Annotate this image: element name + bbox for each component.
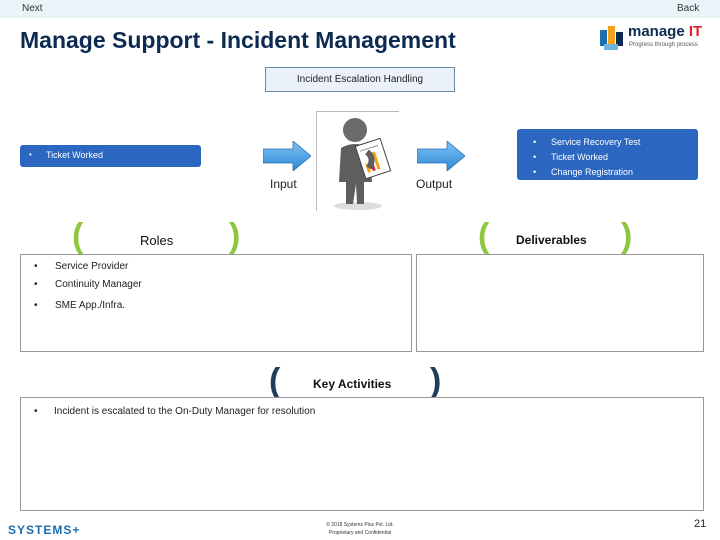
next-link[interactable]: Next xyxy=(22,3,43,14)
input-label: Input xyxy=(270,177,297,191)
key-activities-panel: •Incident is escalated to the On-Duty Ma… xyxy=(20,397,704,511)
input-item: Ticket Worked xyxy=(46,150,104,160)
logo-wordmark: manage IT xyxy=(628,23,703,40)
copyright-line-1: © 2018 Systems Plus Pvt. Ltd. xyxy=(326,522,394,528)
roles-panel: •Service Provider •Continuity Manager •S… xyxy=(20,254,412,352)
deliverables-left-bracket-icon: ( xyxy=(478,217,490,255)
manage-it-logo: manage IT Progress through process xyxy=(598,23,708,54)
input-arrow-icon xyxy=(263,141,311,171)
copyright-notice: © 2018 Systems Plus Pvt. Ltd. Proprietar… xyxy=(290,521,430,537)
top-nav-bar: Next Back xyxy=(0,0,720,18)
back-link[interactable]: Back xyxy=(677,3,700,14)
systems-plus-logo: SYSTEMS+ xyxy=(8,523,81,537)
page-number: 21 xyxy=(694,518,707,530)
deliverables-right-bracket-icon: ) xyxy=(621,217,633,255)
logo-cubes-icon xyxy=(600,26,623,50)
deliverables-panel xyxy=(416,254,704,352)
deliverables-heading: Deliverables xyxy=(516,233,587,247)
roles-heading: Roles xyxy=(140,233,174,248)
activities-right-bracket-icon: ) xyxy=(430,362,442,400)
roles-right-bracket-icon: ) xyxy=(229,217,241,255)
copyright-line-2: Proprietary and Confidential xyxy=(329,530,391,536)
page-title: Manage Support - Incident Management xyxy=(20,27,456,53)
output-arrow-icon xyxy=(417,141,465,171)
activities-left-bracket-icon: ( xyxy=(269,362,281,400)
input-box: • Ticket Worked xyxy=(20,145,201,167)
output-box: •Service Recovery Test •Ticket Worked •C… xyxy=(517,129,698,180)
input-bullet: • xyxy=(29,150,32,159)
logo-tagline: Progress through process xyxy=(629,42,698,48)
output-label: Output xyxy=(416,177,453,191)
process-title-box: Incident Escalation Handling xyxy=(265,67,455,92)
person-with-chart-icon xyxy=(334,118,392,210)
key-activities-heading: Key Activities xyxy=(313,377,392,391)
process-figure xyxy=(316,111,399,211)
roles-left-bracket-icon: ( xyxy=(72,217,84,255)
